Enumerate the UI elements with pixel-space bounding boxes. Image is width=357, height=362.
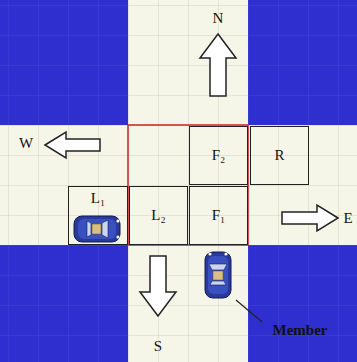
direction-label: W [19, 136, 33, 151]
leader-line [236, 300, 262, 322]
lane-cell-box: F₁ [189, 186, 248, 245]
cell-label: F₂ [190, 148, 247, 163]
cell-label: L₂ [130, 208, 187, 223]
lane-cell-box: L₂ [129, 186, 188, 245]
cell-label: R [251, 148, 308, 163]
cell-label: F₁ [190, 208, 247, 223]
car [205, 252, 231, 298]
cell-label: L₁ [69, 191, 127, 206]
direction-label: S [154, 339, 162, 354]
lane-cell-box: R [250, 126, 309, 185]
direction-label: N [213, 11, 224, 26]
lane-cell-box: F₂ [189, 126, 248, 185]
direction-label: E [343, 211, 352, 226]
lane-cell-box: L₁ [68, 186, 128, 245]
callout-label: Member [273, 323, 328, 338]
car [74, 216, 120, 242]
